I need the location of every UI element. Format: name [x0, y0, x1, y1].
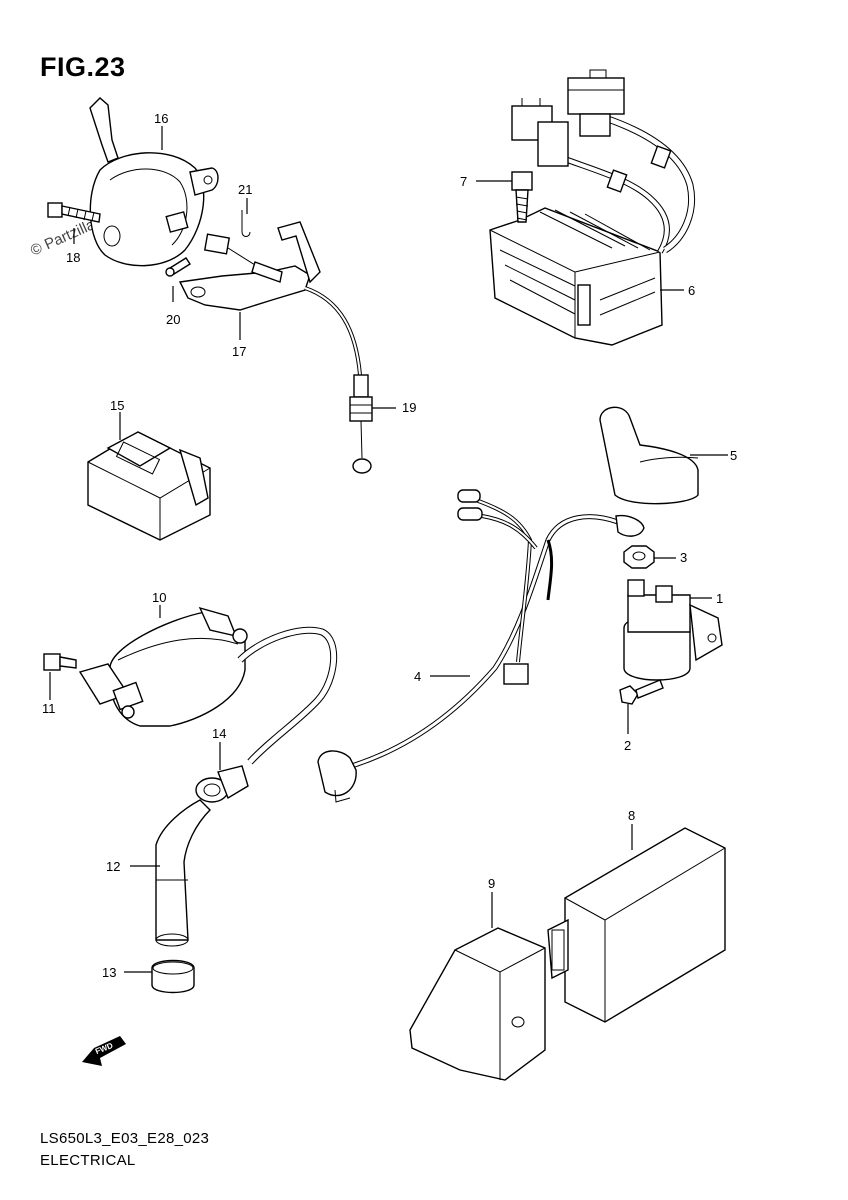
part-13-cap-ring[interactable]	[151, 959, 195, 994]
callout-17: 17	[232, 344, 246, 359]
callout-6: 6	[688, 283, 695, 298]
callout-8: 8	[628, 808, 635, 823]
callout-labels: 16 18 21 20 17 19 15 6 7 5 3 1 2 4 10 11…	[42, 111, 737, 980]
callout-4: 4	[414, 669, 421, 684]
part-14-grommet[interactable]	[195, 765, 249, 803]
part-20-pin[interactable]	[165, 257, 191, 277]
callout-1: 1	[716, 591, 723, 606]
part-18-bolt[interactable]	[47, 202, 101, 223]
part-17-bracket[interactable]	[178, 221, 321, 311]
callout-14: 14	[212, 726, 226, 741]
callout-10: 10	[152, 590, 166, 605]
diagram-code: LS650L3_E03_E28_023	[40, 1130, 210, 1147]
part-5-cover[interactable]	[599, 406, 699, 505]
part-19-switch[interactable]	[304, 286, 373, 474]
callout-21: 21	[238, 182, 252, 197]
section-title: ELECTRICAL	[40, 1152, 136, 1169]
part-4-wiring-harness[interactable]	[317, 489, 645, 803]
callout-13: 13	[102, 965, 116, 980]
part-8-ecm[interactable]	[547, 827, 726, 1023]
part-1-starter-relay[interactable]	[623, 579, 723, 681]
callout-7: 7	[460, 174, 467, 189]
part-2-screw[interactable]	[619, 679, 664, 705]
callout-15: 15	[110, 398, 124, 413]
callout-5: 5	[730, 448, 737, 463]
part-11-bolt[interactable]	[43, 653, 77, 671]
figure-title: FIG.23	[40, 52, 126, 82]
callout-19: 19	[402, 400, 416, 415]
callout-2: 2	[624, 738, 631, 753]
callout-9: 9	[488, 876, 495, 891]
part-3-nut[interactable]	[623, 545, 655, 569]
fwd-arrow-icon	[82, 1036, 126, 1066]
part-9-bracket[interactable]	[409, 927, 546, 1081]
part-12-plug-cap[interactable]	[155, 799, 211, 947]
part-10-ignition-coil[interactable]	[78, 606, 338, 765]
callout-11: 11	[42, 701, 56, 716]
part-7-screw[interactable]	[511, 171, 533, 223]
part-6-regulator[interactable]	[489, 207, 663, 346]
part-21-clip[interactable]	[241, 210, 251, 237]
leader-lines	[49, 126, 728, 973]
callout-12: 12	[106, 859, 120, 874]
part-15-relay[interactable]	[87, 431, 211, 541]
callout-3: 3	[680, 550, 687, 565]
part-16-horn[interactable]	[89, 97, 219, 267]
callout-20: 20	[166, 312, 180, 327]
callout-16: 16	[154, 111, 168, 126]
part-6-connectors[interactable]	[511, 69, 695, 254]
callout-18: 18	[66, 250, 80, 265]
